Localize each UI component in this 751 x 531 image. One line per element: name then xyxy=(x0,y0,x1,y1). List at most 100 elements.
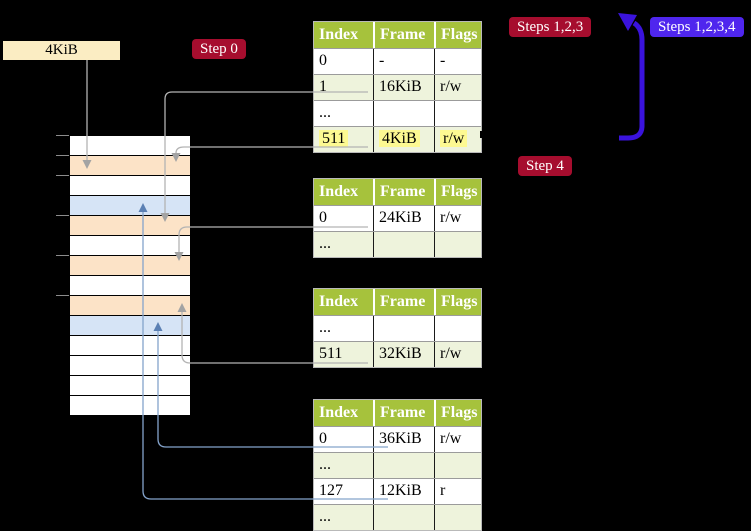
table-cell: ... xyxy=(314,232,373,257)
memory-frame-row xyxy=(70,316,190,336)
memory-frame-row xyxy=(70,256,190,276)
cell-text: r/w xyxy=(440,430,462,447)
table-cell: 127 xyxy=(314,479,373,504)
table-cell: r/w xyxy=(434,127,481,152)
steps123-badge: Steps 1,2,3 xyxy=(509,17,592,37)
address-tick xyxy=(56,155,69,156)
table-row: ... xyxy=(314,504,481,530)
cell-text: 36KiB xyxy=(379,430,422,447)
table-cell: 4KiB xyxy=(373,127,434,152)
cell-text: - xyxy=(440,52,446,69)
column-header: Index xyxy=(319,183,359,200)
cell-text: 16KiB xyxy=(379,78,422,95)
table-cell: 511 xyxy=(314,127,373,152)
table-cell xyxy=(373,232,434,257)
table-cell: ... xyxy=(314,101,373,126)
table-cell: 36KiB xyxy=(373,427,434,452)
cell-text: 4KiB xyxy=(379,130,420,147)
cell-text: 0 xyxy=(319,52,327,69)
cell-text: r/w xyxy=(440,130,468,147)
cell-text: ... xyxy=(319,456,331,473)
table-cell: 0 xyxy=(314,206,373,231)
column-header: Frame xyxy=(373,179,434,205)
table-cell: - xyxy=(434,49,481,74)
recursive-loop-arrow xyxy=(619,20,645,141)
table-cell xyxy=(434,505,481,530)
table-cell: 1 xyxy=(314,75,373,100)
memory-frame-row xyxy=(70,296,190,316)
column-header: Flags xyxy=(434,179,481,205)
cell-text: ... xyxy=(319,508,331,525)
table-cell: 0 xyxy=(314,427,373,452)
physical-memory-column xyxy=(69,135,191,416)
table-cell: - xyxy=(373,49,434,74)
cell-text: r/w xyxy=(440,345,462,362)
table-row: 511 4KiB r/w xyxy=(314,126,481,152)
address-tick xyxy=(56,215,69,216)
cell-text: 0 xyxy=(319,430,327,447)
table-cell: 24KiB xyxy=(373,206,434,231)
table-row: ... xyxy=(314,231,481,257)
cell-text: 511 xyxy=(319,345,343,362)
memory-frame-row xyxy=(70,276,190,296)
cell-text: ... xyxy=(319,319,331,336)
memory-frame-row xyxy=(70,236,190,256)
table-row: 127 12KiB r xyxy=(314,478,481,504)
table-cell xyxy=(373,316,434,341)
table-row: 511 32KiB r/w xyxy=(314,341,481,367)
step0-badge: Step 0 xyxy=(192,39,246,59)
table-cell xyxy=(434,101,481,126)
cell-text: 127 xyxy=(319,482,343,499)
table-cell: 32KiB xyxy=(373,342,434,367)
table-cell: r/w xyxy=(434,206,481,231)
cell-text: 32KiB xyxy=(379,345,422,362)
column-header: Index xyxy=(319,404,359,421)
table-cell: ... xyxy=(314,316,373,341)
address-tick xyxy=(56,135,69,136)
memory-frame-row xyxy=(70,196,190,216)
memory-frame-row xyxy=(70,336,190,356)
table-cell: ... xyxy=(314,453,373,478)
memory-frame-row xyxy=(70,136,190,156)
step4-badge: Step 4 xyxy=(518,156,572,176)
address-tick xyxy=(56,255,69,256)
cell-text: 0 xyxy=(319,209,327,226)
table-cell xyxy=(434,232,481,257)
table-cell xyxy=(434,316,481,341)
address-tick xyxy=(56,295,69,296)
table-row: ... xyxy=(314,315,481,341)
table-cell xyxy=(373,101,434,126)
table-cell xyxy=(434,453,481,478)
cell-text: ... xyxy=(319,235,331,252)
memory-frame-row xyxy=(70,176,190,196)
cell-text: ... xyxy=(319,104,331,121)
column-header: Index xyxy=(319,26,359,43)
table-row: ... xyxy=(314,100,481,126)
cell-text: - xyxy=(379,52,385,69)
table-cell xyxy=(373,453,434,478)
cell-text: 1 xyxy=(319,78,327,95)
table-cell: ... xyxy=(314,505,373,530)
address-tick xyxy=(56,175,69,176)
table-cell: r/w xyxy=(434,427,481,452)
memory-frame-row xyxy=(70,356,190,376)
table-cell: r xyxy=(434,479,481,504)
table-row: 0 - - xyxy=(314,48,481,74)
column-header: Frame xyxy=(373,22,434,48)
memory-frame-row xyxy=(70,216,190,236)
table-row: ... xyxy=(314,452,481,478)
arrowhead-upleft-icon xyxy=(618,13,637,31)
cell-text: 12KiB xyxy=(379,482,422,499)
column-header: Flags xyxy=(434,22,481,48)
column-header: Frame xyxy=(373,289,434,315)
column-header: Flags xyxy=(434,400,481,426)
